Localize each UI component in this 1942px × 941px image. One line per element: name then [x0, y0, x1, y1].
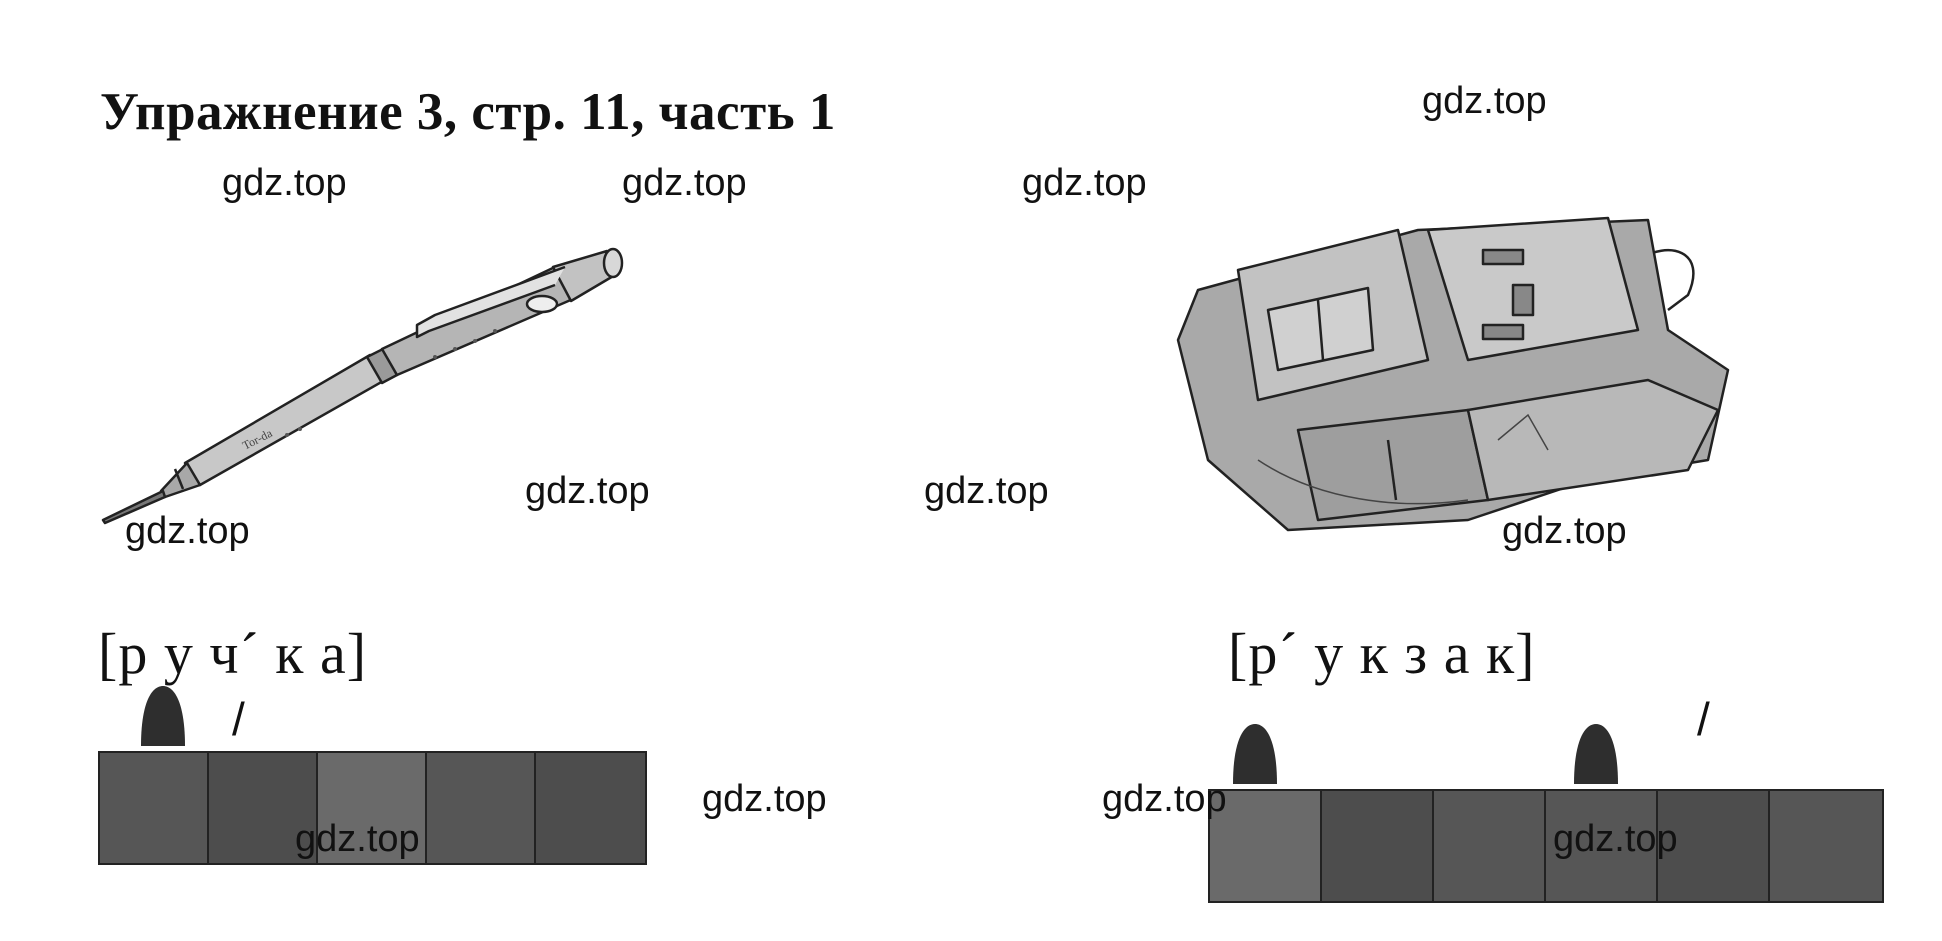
watermark: gdz.top [222, 162, 347, 204]
word-transcription: [р у ч´ к а] [98, 621, 368, 686]
vowel-marker-icon [141, 686, 185, 746]
watermark: gdz.top [924, 470, 1049, 512]
stress-mark: / [232, 693, 245, 745]
stress-mark: / [1697, 693, 1710, 745]
consonant-cell [1658, 791, 1770, 901]
watermark: gdz.top [1022, 162, 1147, 204]
consonant-cell [100, 753, 209, 863]
watermark: gdz.top [1102, 778, 1227, 820]
watermark: gdz.top [1502, 510, 1627, 552]
vowel-marker-icon [1574, 724, 1618, 784]
consonant-cell [209, 753, 318, 863]
watermark: gdz.top [525, 470, 650, 512]
vowel-cell [1546, 791, 1658, 901]
consonant-cell [536, 753, 645, 863]
consonant-cell [427, 753, 536, 863]
vowel-cell [1210, 791, 1322, 901]
consonant-cell [1434, 791, 1546, 901]
vowel-cell [318, 753, 427, 863]
sound-scheme [98, 751, 647, 865]
watermark: gdz.top [702, 778, 827, 820]
watermark: gdz.top [125, 510, 250, 552]
watermark: gdz.top [1553, 818, 1678, 860]
backpack-icon [1176, 216, 1730, 532]
consonant-cell [1770, 791, 1882, 901]
watermark: gdz.top [1422, 80, 1547, 122]
mechanical-pencil-icon: Tor-da [101, 247, 624, 525]
consonant-cell [1322, 791, 1434, 901]
word-transcription: [р´ у к з а к] [1228, 621, 1536, 686]
watermark: gdz.top [295, 818, 420, 860]
sound-scheme [1208, 789, 1884, 903]
vowel-marker-icon [1233, 724, 1277, 784]
watermark: gdz.top [622, 162, 747, 204]
exercise-title: Упражнение 3, стр. 11, часть 1 [100, 83, 836, 141]
